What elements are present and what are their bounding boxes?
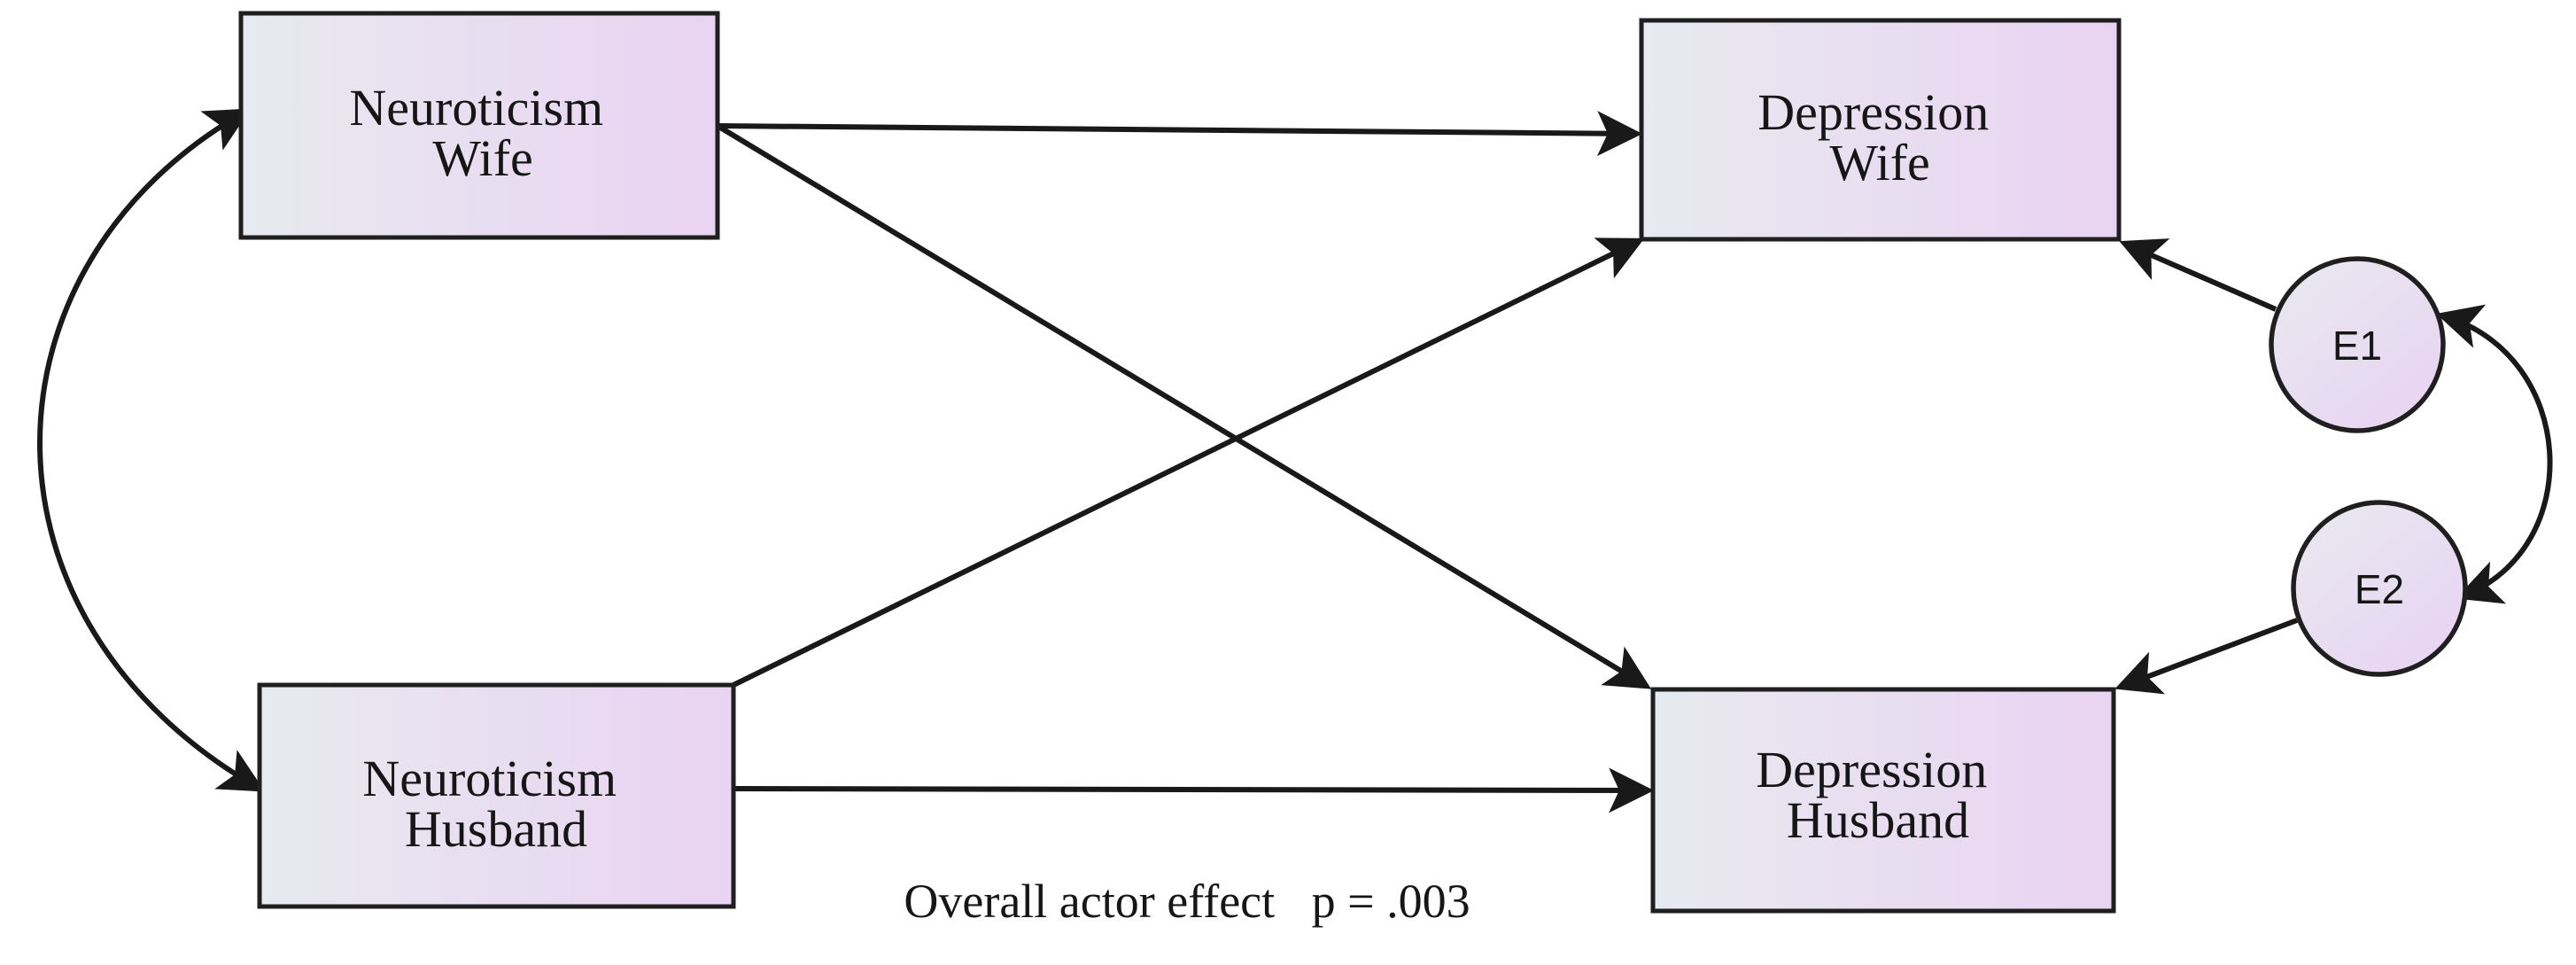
e2-label: E2 bbox=[2355, 566, 2404, 612]
node-depression-wife: Depression Wife bbox=[1639, 18, 2122, 242]
node-neuroticism-wife: Neuroticism Wife bbox=[238, 11, 720, 240]
e2-error-arrow bbox=[2114, 618, 2299, 695]
partner-effect-arrow-wife-to-husband bbox=[716, 123, 1652, 689]
error-covariance-arrow bbox=[2436, 304, 2553, 604]
actor-effect-arrow-husband bbox=[733, 767, 1655, 813]
node-error-e1: E1 bbox=[2269, 256, 2446, 433]
neuroticism-covariance-arrow bbox=[37, 108, 266, 792]
e2-circle bbox=[2291, 500, 2468, 677]
depression-husband-box bbox=[1650, 687, 2116, 914]
depression-husband-label: Depression Husband bbox=[1756, 741, 1999, 849]
depression-wife-label: Depression Wife bbox=[1757, 83, 2001, 191]
e1-label: E1 bbox=[2332, 323, 2382, 369]
depression-wife-box bbox=[1639, 18, 2122, 242]
neuroticism-wife-label: Neuroticism Wife bbox=[349, 79, 616, 187]
node-neuroticism-husband: Neuroticism Husband bbox=[257, 682, 736, 909]
e1-error-arrow bbox=[2119, 238, 2277, 312]
node-error-e2: E2 bbox=[2291, 500, 2468, 677]
neuroticism-husband-box bbox=[257, 682, 736, 909]
caption-overall-actor-effect: Overall actor effect p = .003 bbox=[904, 875, 1470, 928]
e1-circle bbox=[2269, 256, 2446, 433]
caption-text: Overall actor effect bbox=[904, 875, 1275, 928]
caption-p-value: p = .003 bbox=[1312, 875, 1470, 928]
neuroticism-husband-label: Neuroticism Husband bbox=[362, 750, 629, 858]
node-depression-husband: Depression Husband bbox=[1650, 687, 2116, 914]
neuroticism-wife-box bbox=[238, 11, 720, 240]
partner-effect-arrow-husband-to-wife bbox=[732, 237, 1645, 688]
actor-effect-arrow-wife bbox=[717, 111, 1643, 157]
